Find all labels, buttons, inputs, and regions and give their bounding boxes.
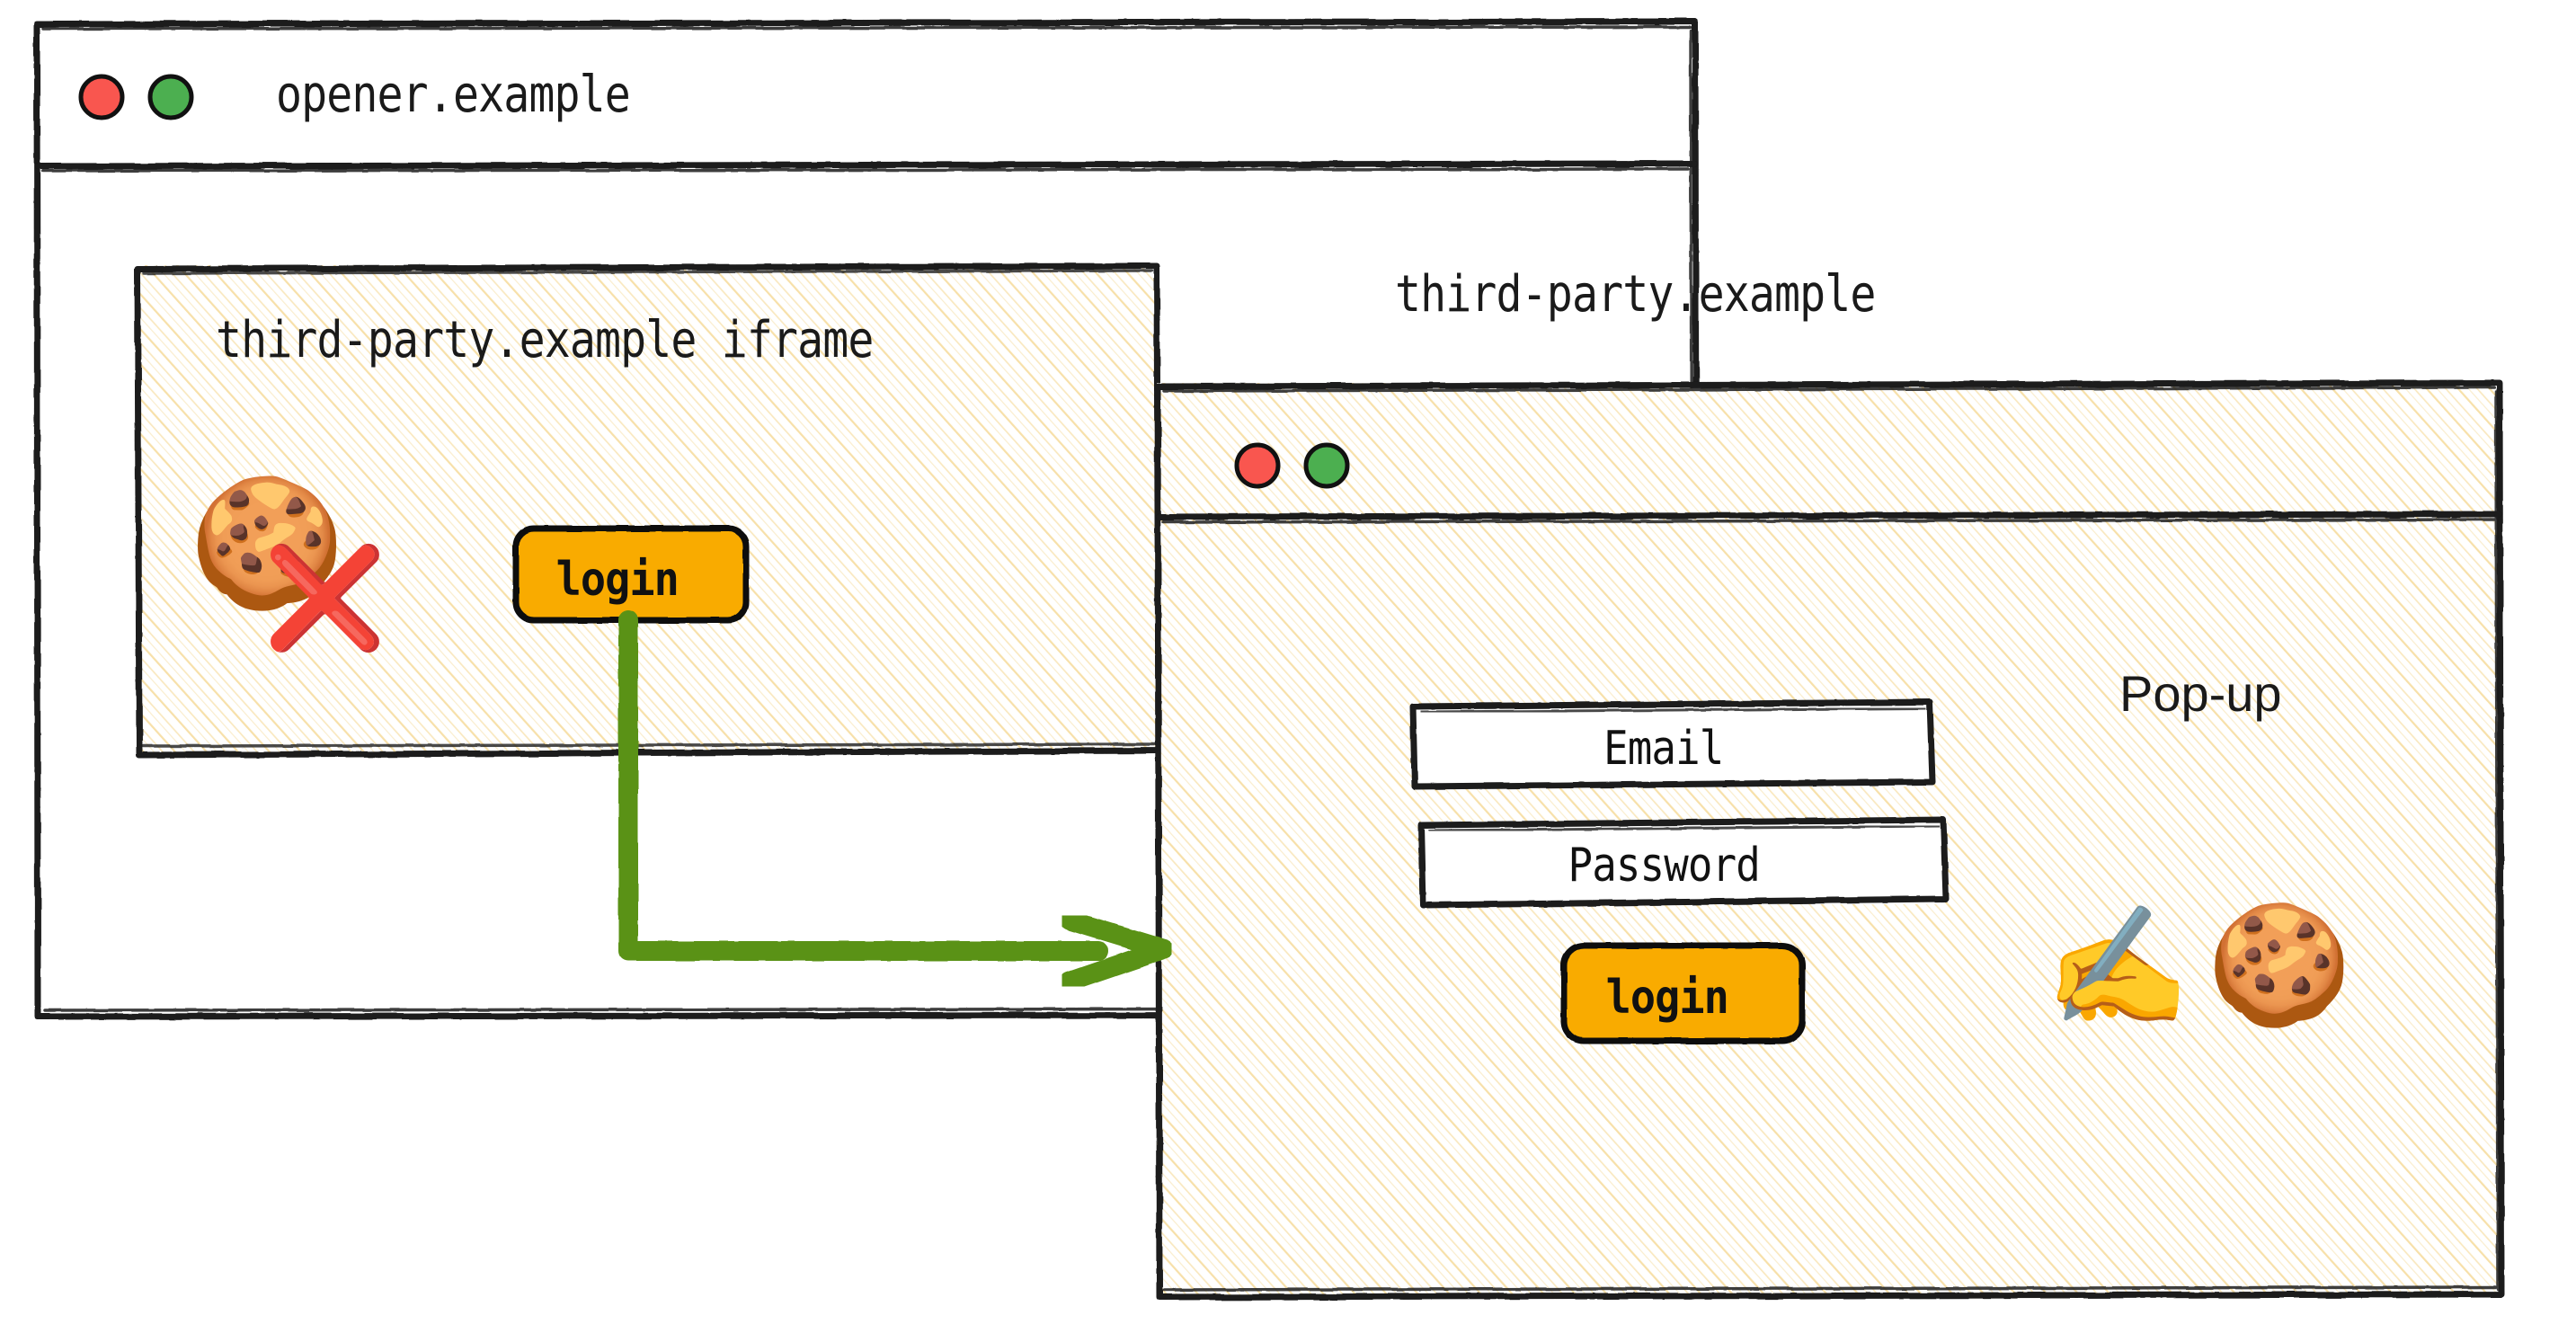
email-field[interactable]: Email [1603,722,1724,776]
popup-annotation-label: Pop-up [2119,665,2282,722]
popup-login-button[interactable]: login [1605,971,1729,1025]
opener-traffic-lights [78,74,194,120]
iframe-login-button[interactable]: login [555,553,680,607]
popup-window-title: third-party.example [1395,265,1876,324]
flow-arrow [618,610,1174,991]
writing-hand-icon: ✍️ [2045,898,2190,1035]
iframe-label: third-party.example iframe [216,311,874,369]
popup-traffic-lights [1234,442,1350,489]
popup-cookie-icon: 🍪 [2207,896,2352,1033]
password-field[interactable]: Password [1568,839,1761,893]
popup-window-frame [1154,379,2505,1301]
blocked-x-icon: ❌ [263,540,386,655]
opener-window-title: opener.example [276,66,631,124]
cookie-icon: 🍪 [189,470,346,617]
